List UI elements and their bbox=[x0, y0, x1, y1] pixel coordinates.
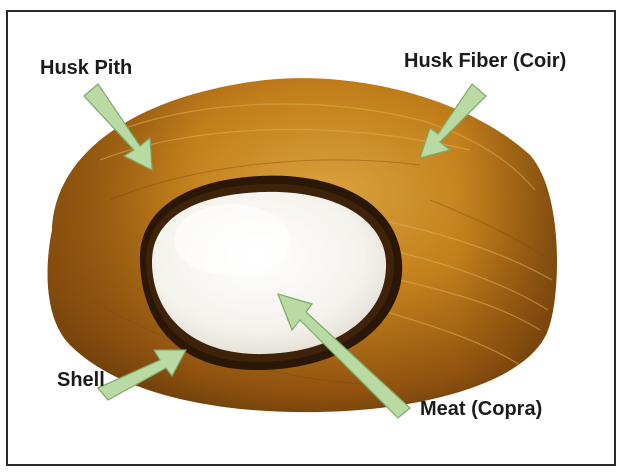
label-husk-fiber: Husk Fiber (Coir) bbox=[404, 50, 566, 73]
label-meat: Meat (Copra) bbox=[420, 398, 542, 421]
label-shell: Shell bbox=[57, 369, 105, 392]
label-husk-pith: Husk Pith bbox=[40, 57, 132, 80]
